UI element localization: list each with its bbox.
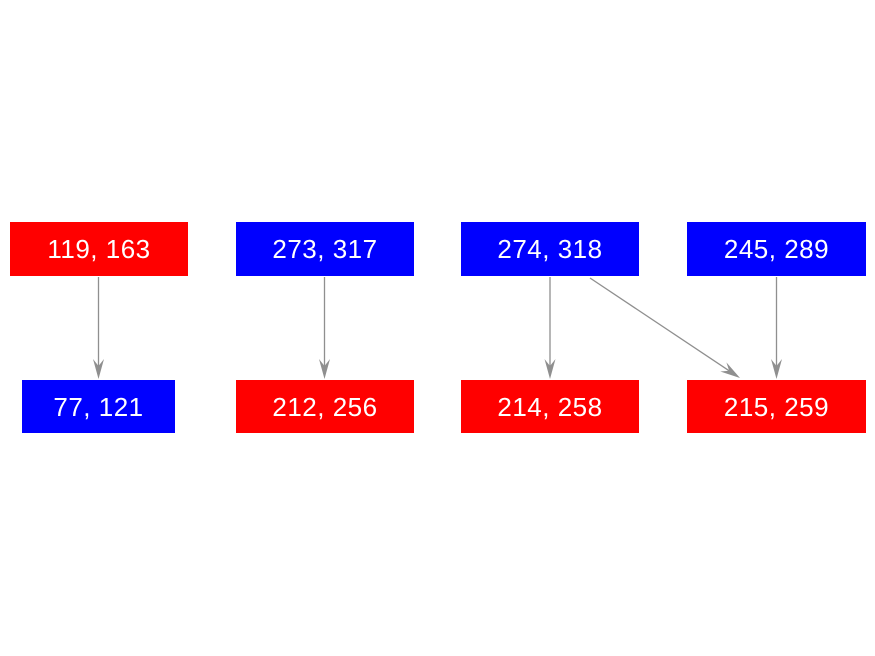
node-label: 119, 163	[47, 234, 151, 264]
node-label: 215, 259	[723, 391, 830, 422]
node-label: 212, 256	[272, 391, 378, 422]
node-n3: 274, 318	[461, 222, 639, 276]
node-n5: 77, 121	[22, 380, 175, 433]
node-n7: 214, 258	[461, 380, 639, 433]
node-label: 77, 121	[53, 391, 144, 422]
node-n6: 212, 256	[236, 380, 414, 433]
arrowhead-n3-n8	[720, 362, 740, 378]
arrowhead-n1-n5	[93, 359, 104, 379]
node-label: 273, 317	[272, 234, 378, 264]
node-label: 245, 289	[723, 234, 830, 264]
node-n4: 245, 289	[687, 222, 866, 276]
node-n8: 215, 259	[687, 380, 866, 433]
arrowhead-n3-n7	[544, 359, 556, 379]
node-n2: 273, 317	[236, 222, 414, 276]
node-label: 214, 258	[497, 391, 603, 422]
node-n1: 119, 163	[10, 222, 188, 276]
arrow-line-n3-n8	[589, 277, 730, 372]
arrowhead-n2-n6	[319, 359, 330, 379]
node-label: 274, 318	[497, 234, 603, 264]
arrowhead-n4-n8	[771, 359, 782, 379]
